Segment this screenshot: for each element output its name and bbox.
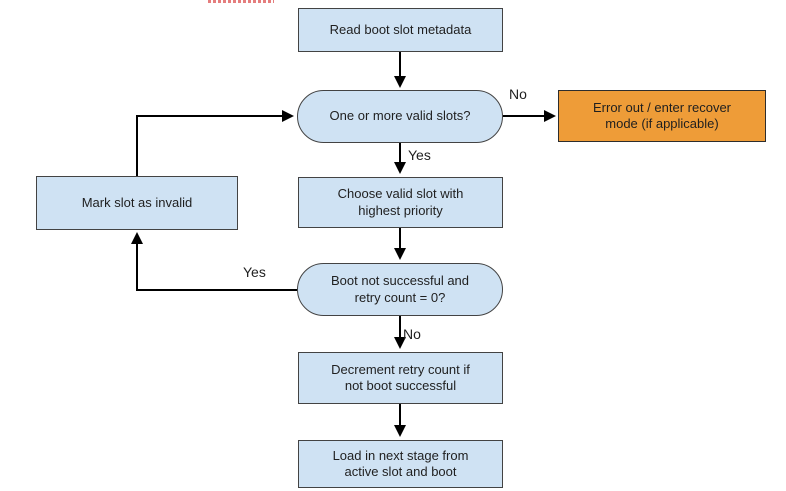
node-mark-slot-invalid: Mark slot as invalid [36, 176, 238, 230]
clipped-red-text-artifact [208, 0, 274, 3]
node-error-recover-mode: Error out / enter recover mode (if appli… [558, 90, 766, 142]
node-choose-valid-slot: Choose valid slot with highest priority [298, 177, 503, 228]
edge-label-valid-slots-yes: Yes [408, 147, 431, 163]
node-label: Decrement retry count if not boot succes… [331, 361, 470, 393]
node-label: Mark slot as invalid [81, 194, 193, 210]
node-label: Choose valid slot with highest priority [337, 186, 464, 218]
edge-mark-to-valid [136, 110, 294, 176]
node-label: One or more valid slots? [329, 108, 471, 124]
node-label: Error out / enter recover mode (if appli… [593, 99, 731, 131]
edge-label-valid-slots-no: No [509, 86, 527, 102]
node-load-next-stage: Load in next stage from active slot and … [298, 440, 503, 488]
node-valid-slots-decision: One or more valid slots? [297, 90, 503, 143]
edge-label-boot-retry-no: No [403, 326, 421, 342]
edge-boot-to-mark [131, 232, 297, 291]
node-label: Load in next stage from active slot and … [332, 447, 469, 479]
edge-label-boot-retry-yes: Yes [243, 264, 266, 280]
node-read-boot-slot-metadata: Read boot slot metadata [298, 8, 503, 52]
node-label: Read boot slot metadata [329, 21, 472, 37]
node-decrement-retry-count: Decrement retry count if not boot succes… [298, 352, 503, 404]
node-boot-retry-decision: Boot not successful and retry count = 0? [297, 263, 503, 316]
node-label: Boot not successful and retry count = 0? [330, 273, 470, 305]
